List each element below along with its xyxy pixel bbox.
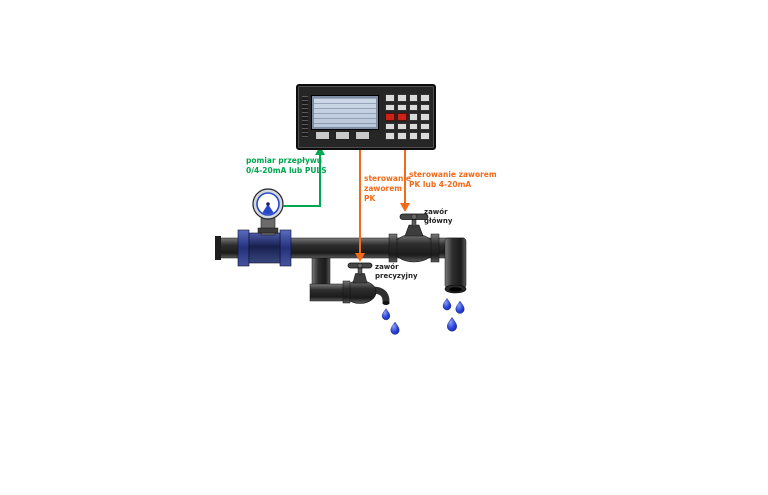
keypad-key <box>408 94 419 102</box>
keypad-key <box>396 122 407 131</box>
main-valve-label: zawór główny <box>424 208 453 226</box>
keypad-key-red <box>396 113 407 121</box>
keypad-key-red <box>385 113 395 121</box>
flowmeter-icon <box>237 214 292 267</box>
keypad-key <box>408 122 419 131</box>
controller-vents-icon <box>302 96 308 138</box>
main-valve-icon <box>388 213 440 263</box>
keypad-key <box>408 103 419 112</box>
water-drop-icons <box>381 297 465 335</box>
keypad-key <box>396 103 407 112</box>
keypad-key <box>385 94 395 102</box>
precision-valve-label: zawór precyzyjny <box>375 263 418 281</box>
flowmeter-gauge-icon <box>252 188 284 220</box>
controller-lcd-screen <box>311 95 379 130</box>
precision-valve-icon <box>342 262 390 305</box>
keypad-key <box>385 103 395 112</box>
controller-keypad <box>385 94 430 140</box>
keypad-key <box>420 103 430 112</box>
controller-softkey <box>335 131 350 140</box>
outlet-elbow <box>444 237 467 294</box>
controller-softkey <box>355 131 370 140</box>
flow-measurement-label: pomiar przepływu 0/4-20mA lub PULS <box>246 156 327 176</box>
keypad-key <box>420 113 430 121</box>
keypad-key <box>420 94 430 102</box>
valve-control-420-label: sterowanie zaworem PK lub 4-20mA <box>409 170 497 190</box>
keypad-key <box>408 113 419 121</box>
control-signal-arrow-pk <box>355 147 365 262</box>
controller-softkeys <box>315 131 370 140</box>
keypad-key <box>385 132 395 140</box>
valve-control-pk-label: sterowanie zaworem PK <box>364 174 411 204</box>
keypad-key <box>385 122 395 131</box>
keypad-key <box>420 132 430 140</box>
keypad-key <box>396 132 407 140</box>
keypad-key <box>396 94 407 102</box>
keypad-key <box>408 132 419 140</box>
controller-lcd-content <box>314 98 376 127</box>
measurement-signal-arrow <box>283 146 325 207</box>
keypad-key <box>420 122 430 131</box>
control-signal-arrow-420 <box>400 147 410 212</box>
batch-controller <box>296 84 436 150</box>
controller-softkey <box>315 131 330 140</box>
